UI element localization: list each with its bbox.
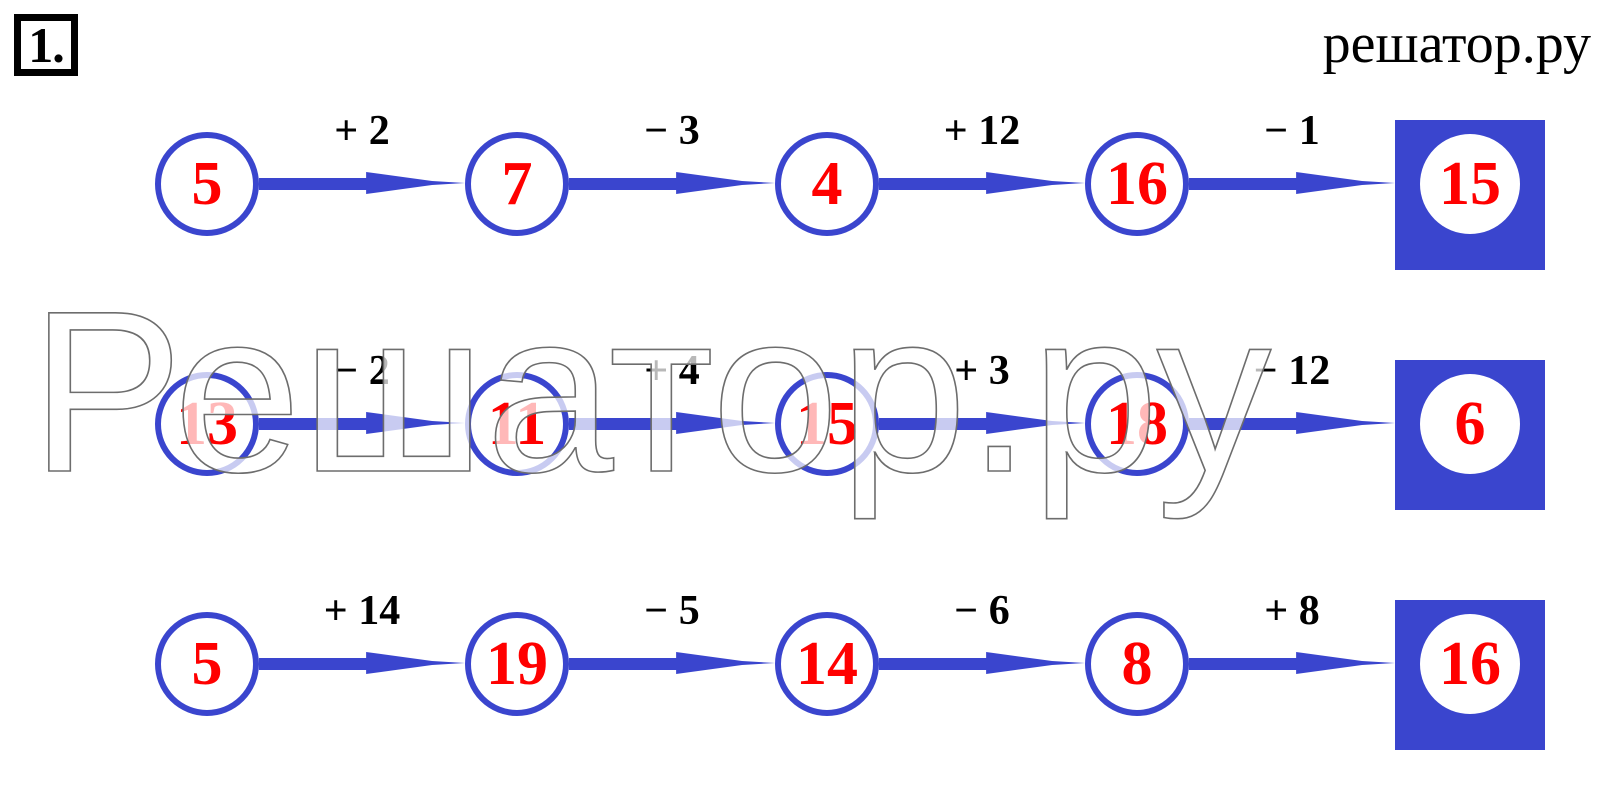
arrow-connector (1189, 412, 1395, 436)
operation-label: − 12 (1253, 348, 1331, 394)
chain-node: 11 (465, 372, 569, 476)
chain-node: 16 (1085, 132, 1189, 236)
operation-label: − 1 (1264, 108, 1320, 154)
operation-label: − 6 (954, 588, 1010, 634)
arrow-connector (879, 412, 1085, 436)
chain-node: 19 (465, 612, 569, 716)
chain-node: 8 (1085, 612, 1189, 716)
arrow-connector (569, 172, 775, 196)
chain-node: 5 (155, 132, 259, 236)
result-node: 15 (1420, 134, 1520, 234)
chain-node: 14 (775, 612, 879, 716)
operation-label: − 3 (644, 108, 700, 154)
operation-label: − 5 (644, 588, 700, 634)
arrow-connector (259, 412, 465, 436)
operation-label: + 2 (334, 108, 390, 154)
operation-label: + 8 (1264, 588, 1320, 634)
arrow-connector (879, 172, 1085, 196)
chain-row-3: + 14 − 5 − 6 + 8 5 19 14 8 16 (0, 590, 1607, 780)
site-label: решатор.ру (1322, 13, 1591, 75)
chain-node: 15 (775, 372, 879, 476)
arrow-connector (1189, 172, 1395, 196)
arrow-connector (259, 652, 465, 676)
arrow-connector (259, 172, 465, 196)
chain-node: 5 (155, 612, 259, 716)
chain-node: 13 (155, 372, 259, 476)
problem-number-box: 1. (14, 14, 78, 76)
arrow-connector (569, 652, 775, 676)
chain-node: 7 (465, 132, 569, 236)
result-node: 16 (1420, 614, 1520, 714)
operation-label: + 4 (644, 348, 700, 394)
chain-node: 4 (775, 132, 879, 236)
arrow-connector (569, 412, 775, 436)
result-node: 6 (1420, 374, 1520, 474)
arrow-connector (1189, 652, 1395, 676)
operation-label: + 14 (323, 588, 401, 634)
operation-label: + 12 (943, 108, 1021, 154)
arrow-connector (879, 652, 1085, 676)
chain-node: 18 (1085, 372, 1189, 476)
operation-label: + 3 (954, 348, 1010, 394)
chain-row-2: − 2 + 4 + 3 − 12 13 11 15 18 6 (0, 350, 1607, 540)
operation-label: − 2 (334, 348, 390, 394)
chain-row-1: + 2 − 3 + 12 − 1 5 7 4 16 15 (0, 110, 1607, 300)
